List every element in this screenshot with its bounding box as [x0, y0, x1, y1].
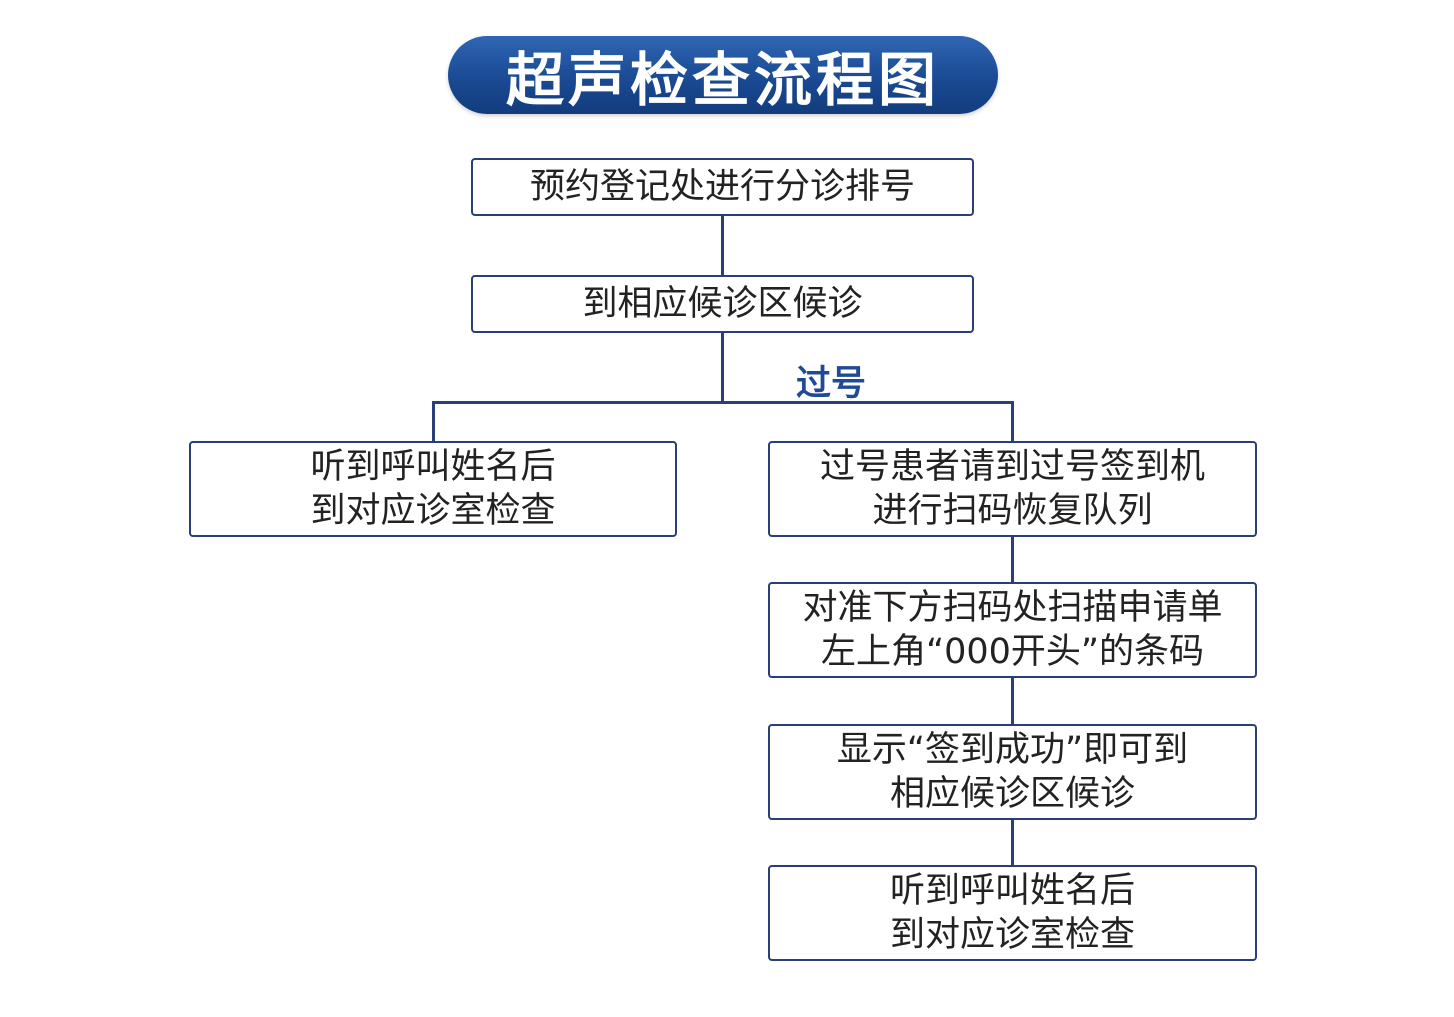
step-success-line2: 相应候诊区候诊 [889, 774, 1135, 814]
step-final-exam-box: 听到呼叫姓名后 到对应诊室检查 [768, 865, 1257, 961]
missed-number-label: 过号 [796, 364, 867, 404]
step-normal-exam-line1: 听到呼叫姓名后 [310, 447, 556, 487]
step-wait-box: 到相应候诊区候诊 [471, 275, 974, 333]
connector-success-final [1011, 818, 1014, 866]
connector-branch-horizontal [432, 401, 1014, 404]
step-scan-line1: 对准下方扫码处扫描申请单 [802, 588, 1223, 628]
connector-wait-branch [721, 331, 724, 403]
step-missed-checkin-line1: 过号患者请到过号签到机 [819, 447, 1205, 487]
step-missed-checkin-box: 过号患者请到过号签到机 进行扫码恢复队列 [768, 441, 1257, 537]
step-wait-text: 到相应候诊区候诊 [582, 284, 863, 324]
connector-checkin-scan [1011, 535, 1014, 583]
step-success-box: 显示“签到成功”即可到 相应候诊区候诊 [768, 724, 1257, 820]
step-normal-exam-line2: 到对应诊室检查 [310, 491, 556, 531]
step-scan-line2: 左上角“000开头”的条码 [820, 632, 1205, 672]
step-normal-exam-box: 听到呼叫姓名后 到对应诊室检查 [189, 441, 677, 537]
step-register-box: 预约登记处进行分诊排号 [471, 158, 974, 216]
step-register-text: 预约登记处进行分诊排号 [529, 167, 915, 207]
step-scan-box: 对准下方扫码处扫描申请单 左上角“000开头”的条码 [768, 582, 1257, 678]
connector-branch-right [1011, 401, 1014, 443]
step-final-exam-line2: 到对应诊室检查 [889, 915, 1135, 955]
flowchart-title: 超声检查流程图 [448, 36, 998, 114]
step-final-exam-line1: 听到呼叫姓名后 [889, 871, 1135, 911]
connector-branch-left [432, 401, 435, 443]
step-success-line1: 显示“签到成功”即可到 [836, 730, 1189, 770]
connector-scan-success [1011, 676, 1014, 725]
connector-register-wait [721, 214, 724, 276]
step-missed-checkin-line2: 进行扫码恢复队列 [872, 491, 1153, 531]
